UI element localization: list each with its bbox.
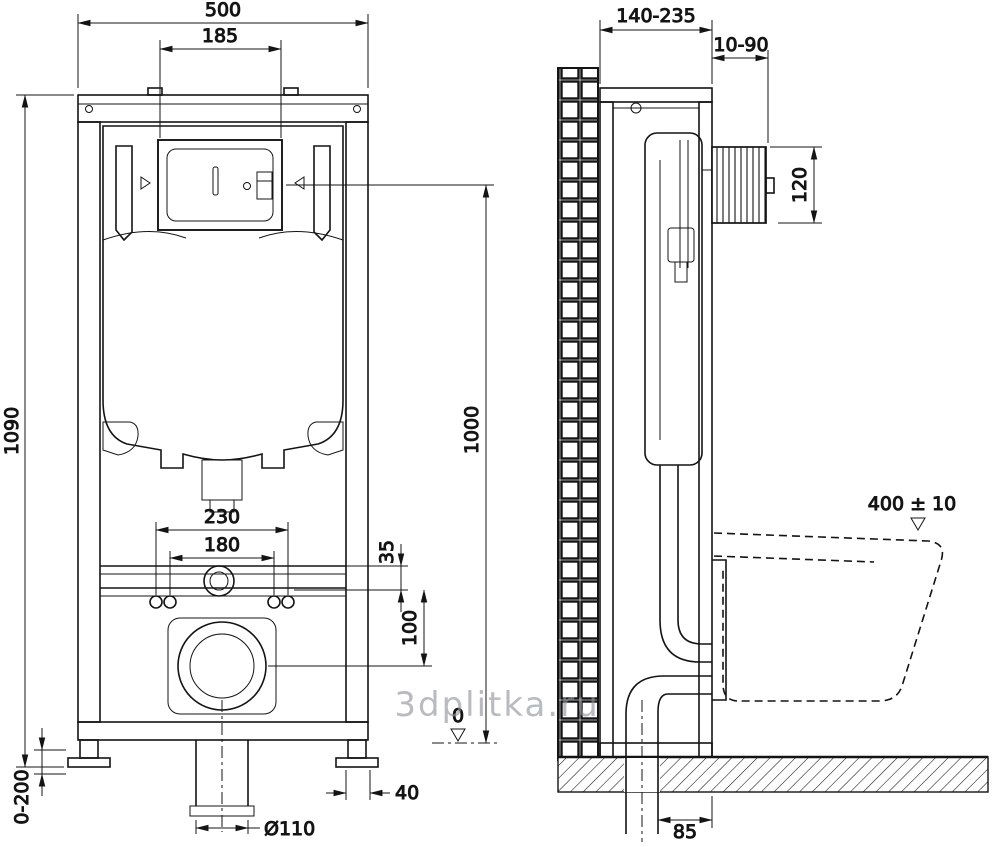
front-view: 500 185 1090 100 0 [1, 0, 500, 841]
cistern-side [644, 132, 712, 663]
align-mark-right [294, 176, 305, 190]
bowl-mounting-face [712, 559, 727, 701]
dimension-10-90: 10-90 [711, 34, 769, 143]
dimension-100: 100 [268, 589, 432, 667]
dimension-500: 500 [77, 0, 369, 88]
side-clamp-left [115, 145, 133, 242]
frame-profile [599, 87, 713, 758]
frame-leg-right [347, 739, 367, 759]
side-dimensions: 140-235 10-90 120 400 ± 10 [599, 5, 957, 844]
dimension-40: 40 [326, 770, 420, 805]
hanger-bracket-left [102, 421, 139, 456]
flush-pipe [659, 465, 712, 663]
top-screw-left [85, 105, 93, 113]
dim-1000-label: 1000 [461, 406, 483, 454]
mount-bolt [149, 595, 163, 609]
mount-bolt [267, 595, 281, 609]
watermark-text: 3dplitka.ru [394, 685, 599, 725]
frame-structure [67, 87, 379, 768]
flush-plate [157, 139, 283, 231]
drain-port [167, 617, 277, 832]
frame-rail-left [77, 121, 101, 723]
mid-rails [100, 565, 346, 609]
top-tab-right [283, 87, 299, 96]
align-mark-left [140, 176, 151, 190]
dimension-35: 35 [294, 539, 408, 612]
floor [557, 755, 989, 793]
dimension-1000: 100 0 [286, 184, 494, 744]
dim-1090-label: 1090 [1, 407, 23, 455]
side-view: 140-235 10-90 120 400 ± 10 [557, 5, 989, 844]
frame-leg-left [79, 739, 99, 759]
dimension-1090: 1090 [1, 94, 74, 768]
mount-bolt [281, 595, 295, 609]
frame-front-rail [698, 101, 713, 758]
dim-10-90-label: 10-90 [713, 34, 768, 56]
level-triangle-icon [910, 517, 926, 531]
dimension-140-235: 140-235 [599, 5, 713, 84]
flush-plate-dot [243, 182, 251, 190]
dim-230-label: 230 [204, 506, 240, 528]
dim-d110-label: Ø110 [264, 818, 315, 840]
dim-185-label: 185 [202, 25, 238, 47]
front-dimensions: 500 185 1090 100 0 [1, 0, 500, 841]
dimension-85: 85 [657, 796, 713, 844]
level-0-label: 0 [452, 705, 464, 727]
dim-35-label: 35 [376, 540, 398, 564]
dim-0-200-label: 0-200 [11, 769, 33, 824]
flush-bend-neck [201, 459, 243, 501]
dimension-180: 180 [169, 534, 275, 595]
level-triangle-icon [450, 728, 466, 742]
dimension-185: 185 [159, 25, 282, 138]
waste-pipe [624, 675, 712, 842]
top-screw-right [353, 105, 361, 113]
toilet-bowl-outline [713, 532, 944, 702]
dimension-0-200: 0-200 [11, 728, 66, 825]
top-tab-left [147, 87, 163, 96]
frame-back-rail [599, 101, 614, 758]
dimension-230: 230 [155, 506, 289, 595]
flush-plate-slot [212, 166, 219, 196]
dim-400-label: 400 ± 10 [868, 493, 956, 515]
dim-500-label: 500 [205, 0, 241, 21]
dim-120-label: 120 [789, 167, 811, 203]
dimension-120: 120 [770, 146, 822, 224]
flush-plate-clip [256, 171, 273, 200]
hanger-bracket-right [307, 421, 344, 456]
dimension-400: 400 ± 10 [867, 493, 957, 531]
dim-180-label: 180 [204, 534, 240, 556]
frame-top-member [77, 94, 369, 123]
flush-button-unit [702, 146, 775, 224]
water-supply-inlet [203, 565, 235, 597]
dimension-d110: Ø110 [195, 818, 316, 841]
frame-rail-right [345, 121, 369, 723]
cistern-front [102, 125, 344, 513]
dim-100-label: 100 [399, 610, 421, 646]
foot-plate-left [67, 757, 111, 768]
frame-bottom-side [599, 742, 713, 758]
mount-bolt [163, 595, 177, 609]
anchor-eye [630, 102, 642, 114]
side-clamp-right [313, 145, 331, 242]
fill-valve [667, 227, 695, 263]
foot-plate-right [335, 757, 379, 768]
dim-85-label: 85 [673, 821, 697, 843]
tiled-wall [557, 67, 599, 761]
frame-top-side [599, 87, 713, 103]
dim-140-235-label: 140-235 [616, 5, 695, 27]
button-knob [765, 177, 775, 194]
frame-bottom-member [77, 721, 369, 741]
level-marker-0: 0 [432, 705, 500, 744]
dim-40-label: 40 [395, 782, 419, 804]
